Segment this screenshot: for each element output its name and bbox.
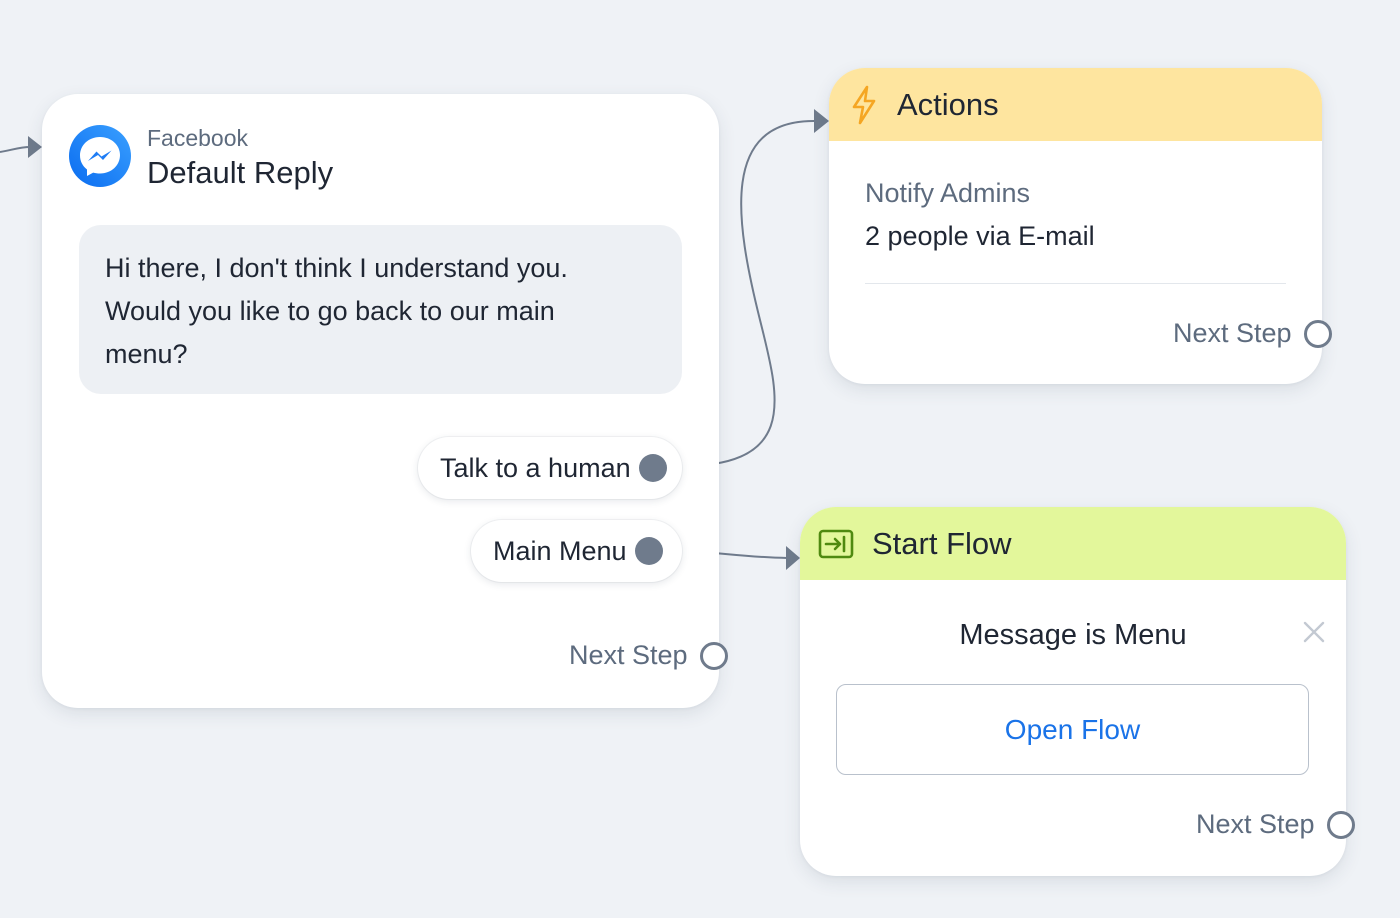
message-line: Would you like to go back to our main [105,296,555,326]
quick-reply-talk-to-human[interactable]: Talk to a human [418,437,682,499]
connector-handle-icon[interactable] [634,537,663,565]
close-icon[interactable] [1302,620,1326,644]
default-reply-card[interactable] [42,94,719,708]
quick-reply-main-menu[interactable]: Main Menu [471,520,682,582]
connector-handle-icon[interactable] [638,454,667,482]
next-step-handle-icon[interactable] [1303,319,1332,348]
channel-label: Facebook [147,125,249,151]
incoming-arrow-icon [28,136,42,158]
next-step-label: Next Step [569,640,688,670]
start-flow-title: Start Flow [872,525,1012,561]
message-line: menu? [105,339,188,369]
divider [865,283,1286,284]
next-step-label: Next Step [1173,318,1292,348]
quick-reply-label: Main Menu [493,535,627,566]
actions-card[interactable]: Actions Notify Admins 2 people via E-mai… [829,68,1322,384]
start-flow-card[interactable]: Start Flow Message is Menu Open Flow [800,507,1346,876]
actions-arrow-icon [814,109,829,133]
incoming-wire [0,146,31,153]
message-line: Hi there, I don't think I understand you… [105,253,568,283]
quick-reply-label: Talk to a human [440,452,631,483]
reply-title: Default Reply [147,155,334,190]
actions-title: Actions [897,86,999,122]
action-name: Notify Admins [865,178,1031,208]
start-flow-header: Start Flow [800,507,1346,580]
action-detail: 2 people via E-mail [865,221,1095,251]
next-step-label: Next Step [1196,809,1315,839]
flow-next-step[interactable]: Next Step [1196,809,1355,840]
next-step-handle-icon[interactable] [1326,810,1355,839]
next-step-handle-icon[interactable] [699,641,728,670]
flow-arrow-icon [786,546,800,570]
actions-header: Actions [829,68,1322,141]
lightning-icon [852,85,876,124]
enter-flow-icon [818,529,854,558]
open-flow-button[interactable]: Open Flow [836,684,1309,775]
messenger-icon [69,125,131,187]
actions-next-step[interactable]: Next Step [1173,318,1332,349]
message-bubble[interactable]: Hi there, I don't think I understand you… [79,225,682,394]
flow-condition: Message is Menu [959,619,1187,651]
reply-next-step[interactable]: Next Step [569,640,728,671]
